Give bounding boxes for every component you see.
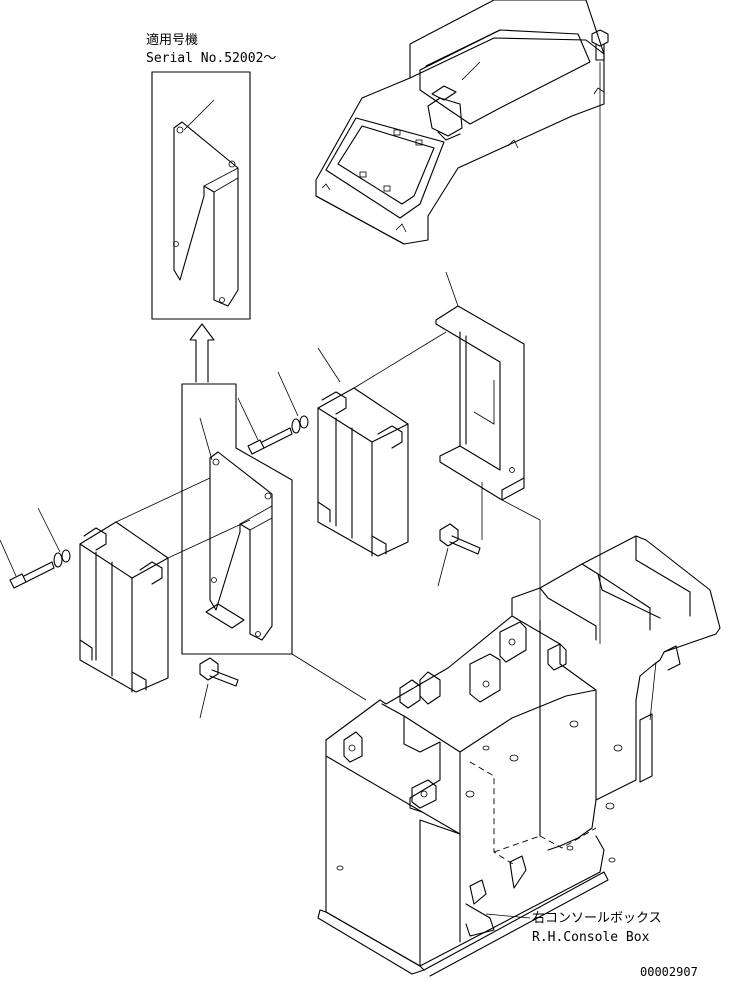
console-label-leader [485, 913, 531, 919]
bolt-center [237, 371, 309, 455]
controller-box-left [79, 477, 251, 693]
variant-note-serial: Serial No.52002～ [146, 51, 276, 66]
console-label-japanese: 右コンソールボックス [532, 911, 662, 926]
variant-note-japanese: 適用号機 [146, 32, 198, 48]
variant-inset [151, 71, 251, 320]
bracket-assembly [181, 383, 293, 655]
bolt-bracket [437, 523, 481, 587]
screw-top-right [591, 29, 609, 644]
variant-arrow [189, 323, 215, 383]
drawing-number: 00002907 [640, 965, 698, 979]
bolt-lower [199, 657, 239, 719]
controller-box-center [317, 331, 447, 557]
console-box-frame [291, 499, 721, 977]
console-label-english: R.H.Console Box [532, 930, 650, 945]
bolt-left [0, 507, 71, 589]
console-cover [315, 0, 605, 245]
u-bracket [435, 271, 525, 540]
